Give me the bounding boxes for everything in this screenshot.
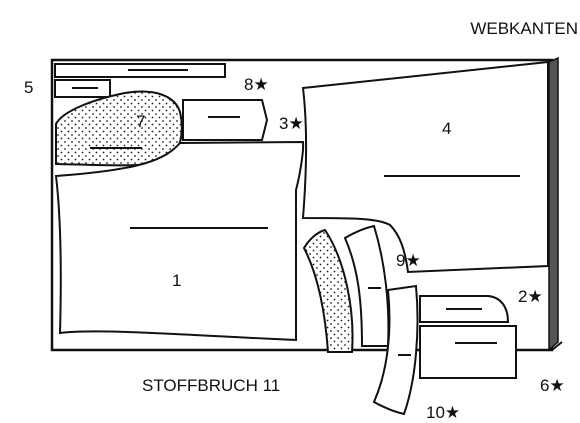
label-10: 10★ [426, 403, 460, 422]
pattern-piece-8 [182, 99, 269, 141]
selvage-band [548, 56, 563, 352]
webkanten-label: WEBKANTEN [470, 19, 578, 38]
pattern-piece-5 [54, 63, 226, 98]
label-6: 6★ [540, 376, 565, 395]
label-4: 4 [442, 119, 451, 138]
label-2: 2★ [518, 287, 543, 306]
pattern-piece-10 [372, 284, 419, 416]
label-3: 3★ [279, 114, 304, 133]
label-5: 5 [24, 78, 33, 97]
pattern-piece-curve [343, 224, 390, 347]
pattern-piece-crescent [302, 228, 354, 353]
pattern-piece-2 [419, 295, 510, 323]
label-9: 9★ [396, 251, 421, 270]
label-7: 7 [136, 112, 145, 131]
pattern-piece-1 [54, 140, 305, 342]
label-8: 8★ [244, 75, 269, 94]
pattern-piece-6 [419, 325, 517, 379]
stoffbruch-label: STOFFBRUCH 11 [142, 376, 280, 395]
pattern-piece-7 [55, 90, 183, 167]
pattern-piece-4 [301, 60, 549, 274]
label-1: 1 [172, 271, 181, 290]
